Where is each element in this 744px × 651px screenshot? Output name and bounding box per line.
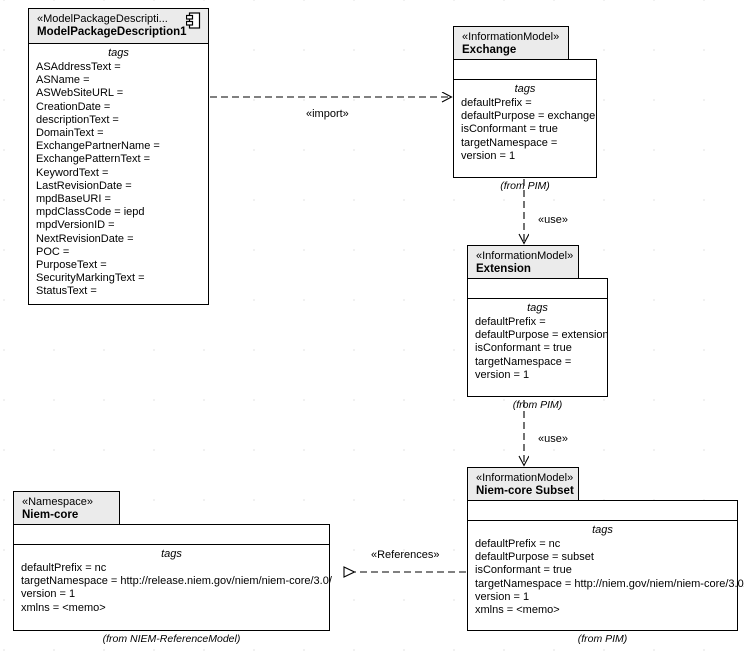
extension-tags-compartment: tags defaultPrefix = defaultPurpose = ex… [468, 299, 609, 386]
connector-label-use-1: «use» [538, 214, 568, 226]
element-modelpackagedescription1-body[interactable]: tags ASAddressText = ASName = ASWebSiteU… [28, 43, 209, 305]
connector-label-import: «import» [306, 108, 349, 120]
mpd-tags-label: tags [108, 47, 129, 59]
niemcore-stereotype: «Namespace» [22, 496, 93, 508]
mpd-tag: CreationDate = [36, 100, 111, 113]
niemcore-tags-label: tags [161, 548, 182, 560]
mpd-tag: mpdVersionID = [36, 219, 115, 232]
mpd-tag: LastRevisionDate = [36, 179, 132, 192]
extension-tags-label: tags [527, 302, 548, 314]
exchange-empty-compartment [454, 60, 596, 80]
exchange-tag: defaultPurpose = exchange [461, 110, 596, 123]
niemcore-tag: targetNamespace = http://release.niem.go… [21, 575, 332, 588]
subset-tag: defaultPurpose = subset [475, 551, 594, 564]
mpd-tag: NextRevisionDate = [36, 232, 134, 245]
subset-tag: xmlns = <memo> [475, 604, 560, 617]
subset-title: Niem-core Subset [476, 485, 574, 497]
exchange-tag: version = 1 [461, 149, 516, 162]
element-niem-core-subset-header[interactable]: «InformationModel» Niem-core Subset [467, 467, 579, 501]
subset-tag: targetNamespace = http://niem.gov/niem/n… [475, 577, 744, 590]
connector-label-references: «References» [371, 549, 440, 561]
mpd-stereotype: «ModelPackageDescripti... [37, 13, 168, 25]
exchange-tags-label: tags [514, 83, 536, 95]
niemcore-tag: xmlns = <memo> [21, 601, 106, 614]
niemcore-empty-compartment [14, 525, 329, 545]
mpd-tags-compartment: tags ASAddressText = ASName = ASWebSiteU… [29, 44, 208, 303]
element-niem-core-header[interactable]: «Namespace» Niem-core [13, 491, 120, 525]
extension-from-note: (from PIM) [512, 399, 563, 411]
subset-stereotype: «InformationModel» [476, 472, 574, 484]
niemcore-from-note: (from NIEM-ReferenceModel) [102, 633, 241, 645]
extension-tag: isConformant = true [475, 342, 572, 355]
subset-empty-compartment [468, 501, 737, 521]
subset-tags-compartment: tags defaultPrefix = nc defaultPurpose =… [468, 521, 744, 621]
extension-tag: version = 1 [475, 368, 530, 381]
niemcore-title: Niem-core [22, 509, 79, 521]
mpd-tag: descriptionText = [36, 113, 119, 126]
mpd-tag: ExchangePartnerName = [36, 140, 160, 153]
mpd-tag: ExchangePatternText = [36, 153, 151, 166]
niemcore-tags-compartment: tags defaultPrefix = nc targetNamespace … [14, 545, 332, 619]
mpd-title: ModelPackageDescription1 [37, 26, 187, 38]
extension-title: Extension [476, 263, 531, 275]
mpd-tag: KeywordText = [36, 166, 109, 179]
mpd-tag: ASAddressText = [36, 61, 121, 73]
exchange-tag: defaultPrefix = [461, 97, 532, 109]
mpd-tag: mpdBaseURI = [36, 193, 111, 206]
niemcore-tag: version = 1 [21, 588, 76, 601]
element-exchange-header[interactable]: «InformationModel» Exchange [453, 26, 569, 60]
component-icon [186, 12, 201, 29]
exchange-from-note: (from PIM) [500, 180, 550, 192]
element-extension-body[interactable]: tags defaultPrefix = defaultPurpose = ex… [467, 278, 609, 397]
mpd-tag: PurposeText = [36, 259, 107, 272]
mpd-tag: DomainText = [36, 127, 104, 140]
extension-stereotype: «InformationModel» [476, 250, 574, 262]
subset-tag: defaultPrefix = nc [475, 538, 561, 550]
subset-tag: isConformant = true [475, 564, 572, 577]
mpd-tag: SecurityMarkingText = [36, 272, 145, 285]
exchange-tag: isConformant = true [461, 123, 558, 136]
subset-tag: version = 1 [475, 590, 530, 603]
extension-tag: defaultPrefix = [475, 316, 546, 328]
element-modelpackagedescription1-header[interactable]: «ModelPackageDescripti... ModelPackageDe… [28, 8, 209, 44]
exchange-tag: targetNamespace = [461, 136, 558, 149]
exchange-title: Exchange [462, 44, 517, 56]
element-exchange-body[interactable]: tags defaultPrefix = defaultPurpose = ex… [453, 59, 597, 178]
subset-from-note: (from PIM) [577, 633, 628, 645]
niemcore-tag: defaultPrefix = nc [21, 562, 107, 574]
extension-empty-compartment [468, 279, 607, 299]
connector-label-use-2: «use» [538, 433, 568, 445]
element-niem-core-subset-body[interactable]: tags defaultPrefix = nc defaultPurpose =… [467, 500, 744, 631]
exchange-stereotype: «InformationModel» [462, 31, 560, 43]
mpd-tag: ASWebSiteURL = [36, 87, 124, 100]
mpd-tag: ASName = [36, 74, 90, 87]
mpd-tag: mpdClassCode = iepd [36, 206, 145, 219]
mpd-tag: POC = [36, 245, 70, 258]
element-extension-header[interactable]: «InformationModel» Extension [467, 245, 579, 279]
mpd-tag: StatusText = [36, 285, 97, 298]
extension-tag: defaultPurpose = extension [475, 329, 609, 342]
subset-tags-label: tags [592, 524, 613, 536]
element-niem-core-body[interactable]: tags defaultPrefix = nc targetNamespace … [13, 524, 332, 631]
exchange-tags-compartment: tags defaultPrefix = defaultPurpose = ex… [454, 80, 596, 167]
extension-tag: targetNamespace = [475, 355, 572, 368]
